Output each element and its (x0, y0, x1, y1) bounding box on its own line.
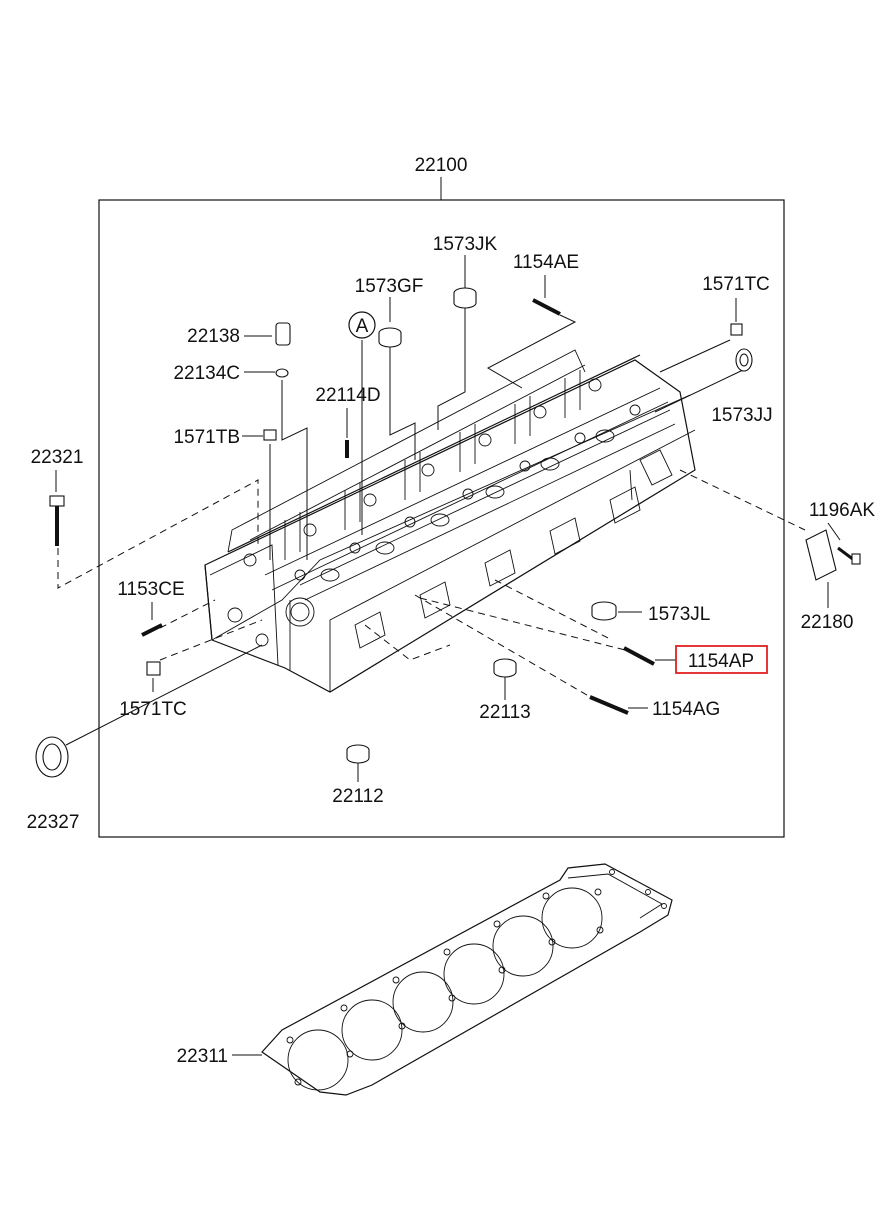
label-1154AP[interactable]: 1154AP (688, 651, 754, 672)
label-1153CE[interactable]: 1153CE (117, 579, 184, 600)
part-labels: 22100 1573JK 1154AE 1573GF 1571TC 22138 … (27, 155, 876, 1067)
head-gasket-illustration (261, 863, 673, 1096)
label-22311[interactable]: 22311 (177, 1046, 228, 1067)
label-22180[interactable]: 22180 (801, 612, 854, 633)
label-1571TC-top[interactable]: 1571TC (702, 274, 770, 295)
label-22321[interactable]: 22321 (31, 447, 84, 468)
label-1571TC-bottom[interactable]: 1571TC (119, 699, 187, 720)
label-22112[interactable]: 22112 (332, 786, 383, 807)
label-22138[interactable]: 22138 (187, 326, 240, 347)
label-22134C[interactable]: 22134C (173, 363, 240, 384)
assembly-frame (98, 177, 785, 838)
label-1573GF[interactable]: 1573GF (355, 276, 424, 297)
label-1573JK[interactable]: 1573JK (433, 234, 498, 255)
label-1154AG[interactable]: 1154AG (652, 699, 720, 720)
label-1196AK[interactable]: 1196AK (809, 500, 876, 521)
leader-lines (55, 255, 841, 1056)
cylinder-head-illustration (204, 349, 696, 693)
label-1154AE[interactable]: 1154AE (513, 252, 579, 273)
label-22100[interactable]: 22100 (415, 155, 468, 176)
svg-text:A: A (356, 316, 369, 337)
label-1571TB[interactable]: 1571TB (173, 427, 240, 448)
callout-a: A (348, 311, 376, 339)
label-22327[interactable]: 22327 (27, 812, 80, 833)
highlight-box (675, 645, 768, 674)
small-parts (35, 287, 861, 778)
label-22114D[interactable]: 22114D (315, 385, 380, 406)
label-1573JL[interactable]: 1573JL (648, 604, 710, 625)
label-22113[interactable]: 22113 (479, 702, 530, 723)
label-1573JJ[interactable]: 1573JJ (711, 405, 772, 426)
